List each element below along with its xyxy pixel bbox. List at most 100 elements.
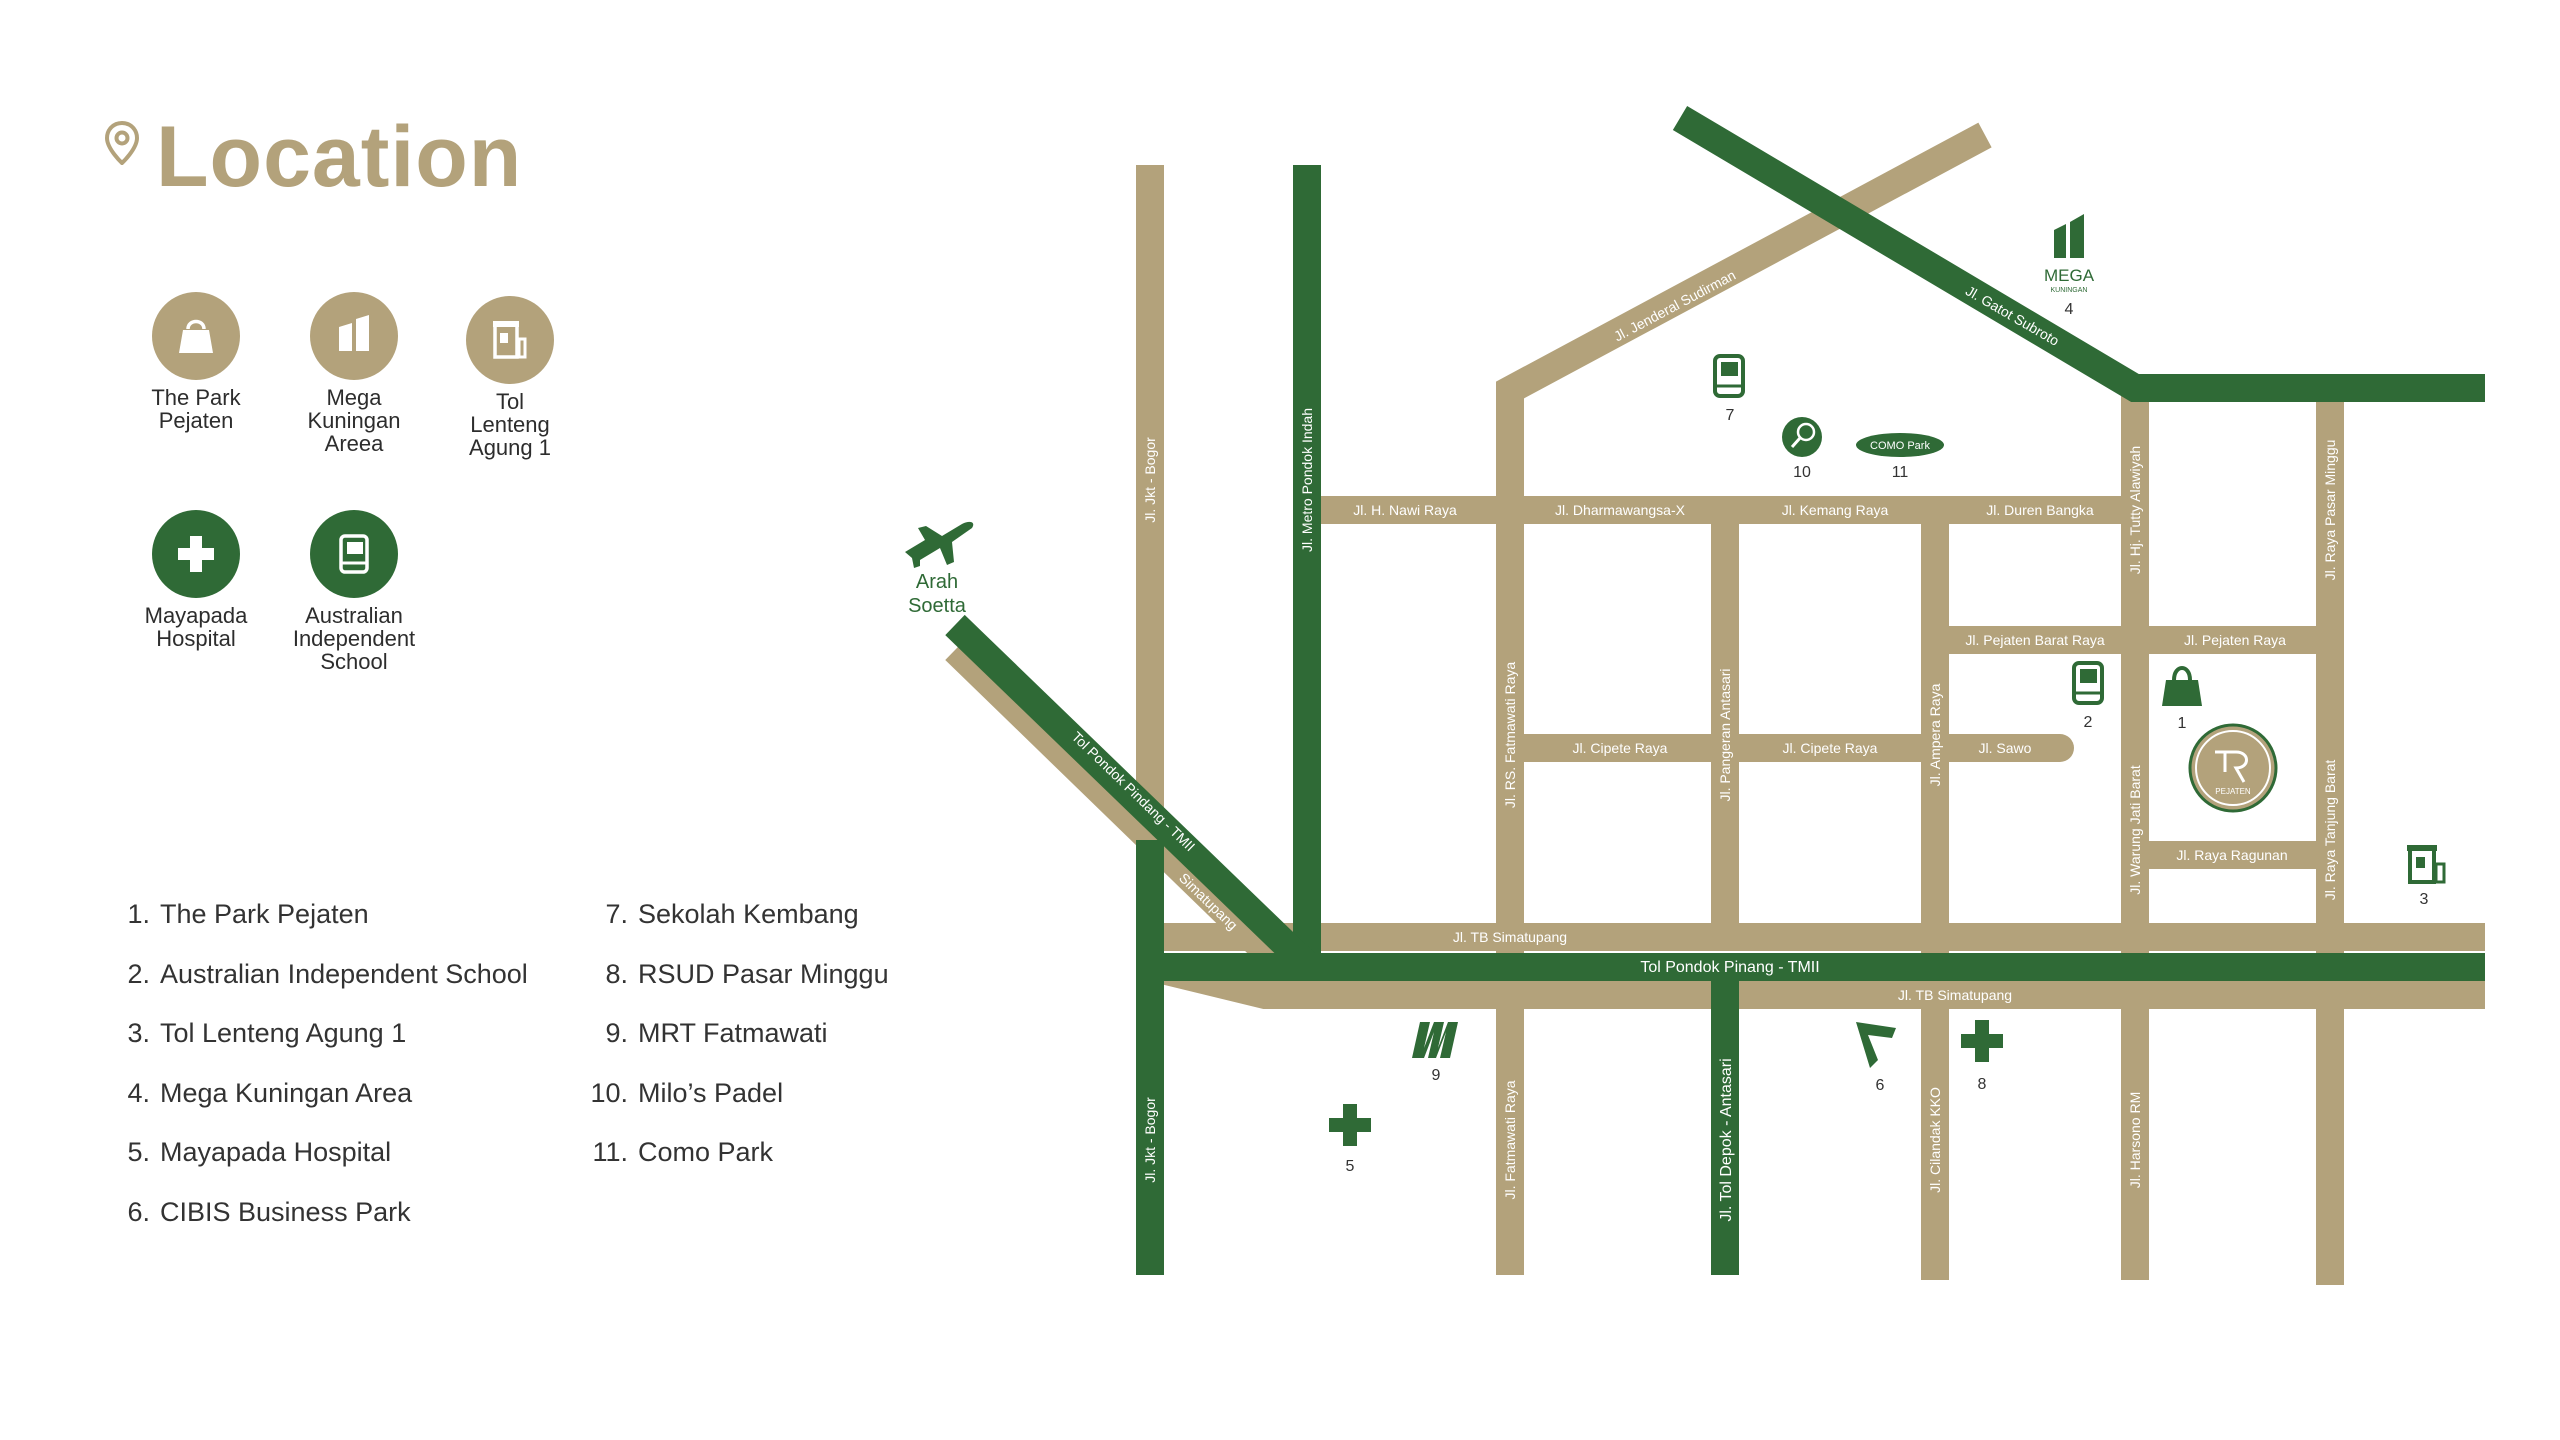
legend-label: Tol Lenteng Agung 1 <box>469 389 551 460</box>
road-label: Jl. Duren Bangka <box>1986 502 2094 518</box>
airport-label: Soetta <box>908 595 967 617</box>
road-label: Jl. Dharmawangsa-X <box>1555 502 1686 518</box>
road-gatot-subroto <box>1672 105 2485 402</box>
poi-number: 2 <box>2084 714 2093 731</box>
road-label: Jl. Sawo <box>1979 740 2032 756</box>
road-label: Jl. RS. Fatmawati Raya <box>1502 662 1518 808</box>
road-label: Jl. Tol Depok - Antasari <box>1718 1058 1735 1221</box>
road-tol-pondok-pindang-diagonal <box>945 614 1317 976</box>
road-label: Jl. Pejaten Raya <box>2184 632 2286 648</box>
poi-number: 9 <box>1432 1067 1441 1084</box>
tol-lenteng-agung-marker: 3 <box>2407 845 2446 908</box>
school-book-icon <box>2072 661 2104 705</box>
australian-independent-school-marker: 2 <box>2072 661 2104 731</box>
road-label: Jl. Warung Jati Barat <box>2127 765 2143 895</box>
mayapada-hospital-marker: 5 <box>1329 1104 1371 1175</box>
places-list-right: 7.Sekolah Kembang 8.RSUD Pasar Minggu 9.… <box>584 885 889 1183</box>
road-label: Jl. H. Nawi Raya <box>1353 502 1457 518</box>
list-item: 3.Tol Lenteng Agung 1 <box>127 1018 407 1048</box>
mega-logo-text: MEGA <box>2044 266 2095 285</box>
poi-number: 3 <box>2420 891 2429 908</box>
mrt-fatmawati-marker: 9 <box>1412 1022 1458 1084</box>
road-label: Jl. Fatmawati Raya <box>1502 1080 1518 1199</box>
road-label: Jl. Cilandak KKO <box>1927 1087 1943 1193</box>
airport-marker: Arah Soetta <box>905 521 974 617</box>
places-list-left: 1.The Park Pejaten 2.Australian Independ… <box>116 885 528 1242</box>
list-item: 10.Milo’s Padel <box>590 1077 784 1108</box>
hospital-cross-icon <box>1329 1104 1371 1146</box>
legend-mayapada-hospital: Mayapada Hospital <box>96 510 296 650</box>
road-label: Jl. Pangeran Antasari <box>1717 668 1733 801</box>
buildings-icon <box>2054 214 2084 258</box>
road-jenderal-sudirman <box>1496 122 1992 1275</box>
road-label: Jl. TB Simatupang <box>1453 929 1567 945</box>
road-label: Jl. Hj. Tutty Alawiyah <box>2127 446 2143 574</box>
cibis-business-park-marker: 6 <box>1856 1022 1896 1094</box>
road-label: Jl. Gatot Subroto <box>1963 282 2062 348</box>
mega-logo-subtext: KUNINGAN <box>2051 287 2088 294</box>
buildings-icon <box>310 292 398 380</box>
road-label: Jl. Jkt - Bogor <box>1142 437 1158 523</box>
the-park-pejaten-marker: 1 <box>2162 666 2202 732</box>
list-item: 4.Mega Kuningan Area <box>127 1077 413 1108</box>
list-item: 8.RSUD Pasar Minggu <box>605 958 889 989</box>
cibis-logo-icon <box>1856 1022 1896 1068</box>
poi-number: 11 <box>1892 464 1909 481</box>
legend-the-park-pejaten: The Park Pejaten <box>96 292 296 432</box>
como-park-marker: COMO Park 11 <box>1856 433 1944 481</box>
tan-roads <box>945 122 2485 1285</box>
airport-label: Arah <box>916 571 958 593</box>
list-item: 6.CIBIS Business Park <box>127 1196 411 1227</box>
sekolah-kembang-marker: 7 <box>1713 354 1745 424</box>
school-book-icon <box>1713 354 1745 398</box>
road-label: Tol Pondok Pinang - TMII <box>1640 959 1819 976</box>
poi-number: 8 <box>1978 1076 1987 1093</box>
milos-padel-marker: 10 <box>1782 417 1822 481</box>
legend-tol-lenteng-agung: Tol Lenteng Agung 1 <box>410 296 610 459</box>
list-item: 5.Mayapada Hospital <box>127 1137 392 1167</box>
legend-label: Mayapada Hospital <box>144 603 248 651</box>
green-roads <box>945 105 2485 1275</box>
legend-label: The Park Pejaten <box>151 385 241 433</box>
list-item: 11.Como Park <box>592 1137 774 1167</box>
road-label: Jl. Jkt - Bogor <box>1142 1097 1158 1183</box>
road-label: Jl. Kemang Raya <box>1782 502 1889 518</box>
poi-number: 5 <box>1346 1158 1355 1175</box>
road-label: Jl. Cipete Raya <box>1783 740 1878 756</box>
road-label: Jl. Pejaten Barat Raya <box>1965 632 2105 648</box>
rsud-pasar-minggu-marker: 8 <box>1961 1020 2003 1093</box>
road-label: Jl. TB Simatupang <box>1898 987 2012 1003</box>
road-label: Jl. Metro Pondok Indah <box>1299 408 1315 552</box>
legend-australian-independent-school: Australian Independent School <box>254 510 454 673</box>
list-item: 7.Sekolah Kembang <box>605 899 859 929</box>
como-logo-text: COMO Park <box>1870 440 1930 452</box>
airplane-icon <box>905 521 974 568</box>
legend-label: Mega Kuningan Areea <box>307 385 401 456</box>
toll-gate-icon <box>2407 845 2446 884</box>
poi-number: 10 <box>1793 464 1811 481</box>
road-label: Jl. Ampera Raya <box>1927 683 1943 786</box>
pejaten-logo: PEJATEN <box>2188 723 2278 813</box>
como-park-logo <box>1856 433 1944 457</box>
mrt-logo-icon <box>1412 1022 1458 1058</box>
list-item: 2.Australian Independent School <box>127 958 528 989</box>
road-label: Jl. Cipete Raya <box>1573 740 1668 756</box>
school-book-icon <box>310 510 398 598</box>
hospital-cross-icon <box>152 510 240 598</box>
shopping-bag-icon <box>152 292 240 380</box>
location-pin-icon <box>104 120 140 165</box>
road-tb-simatupang-diagonal <box>945 639 1300 986</box>
road-label: Jl. Raya Pasar Minggu <box>2322 440 2338 581</box>
list-item: 1.The Park Pejaten <box>127 899 369 929</box>
hospital-cross-icon <box>1961 1020 2003 1062</box>
padel-icon <box>1782 417 1822 457</box>
page-title: Location <box>156 109 523 205</box>
poi-number: 4 <box>2065 301 2074 318</box>
road-label: Jl. Jenderal Sudirman <box>1611 267 1738 345</box>
road-label: Jl. Harsono RM <box>2127 1092 2143 1188</box>
page-header: Location <box>104 108 522 207</box>
toll-gate-icon <box>466 296 554 384</box>
poi-number: 1 <box>2178 715 2187 732</box>
shopping-bag-icon <box>2162 666 2202 706</box>
